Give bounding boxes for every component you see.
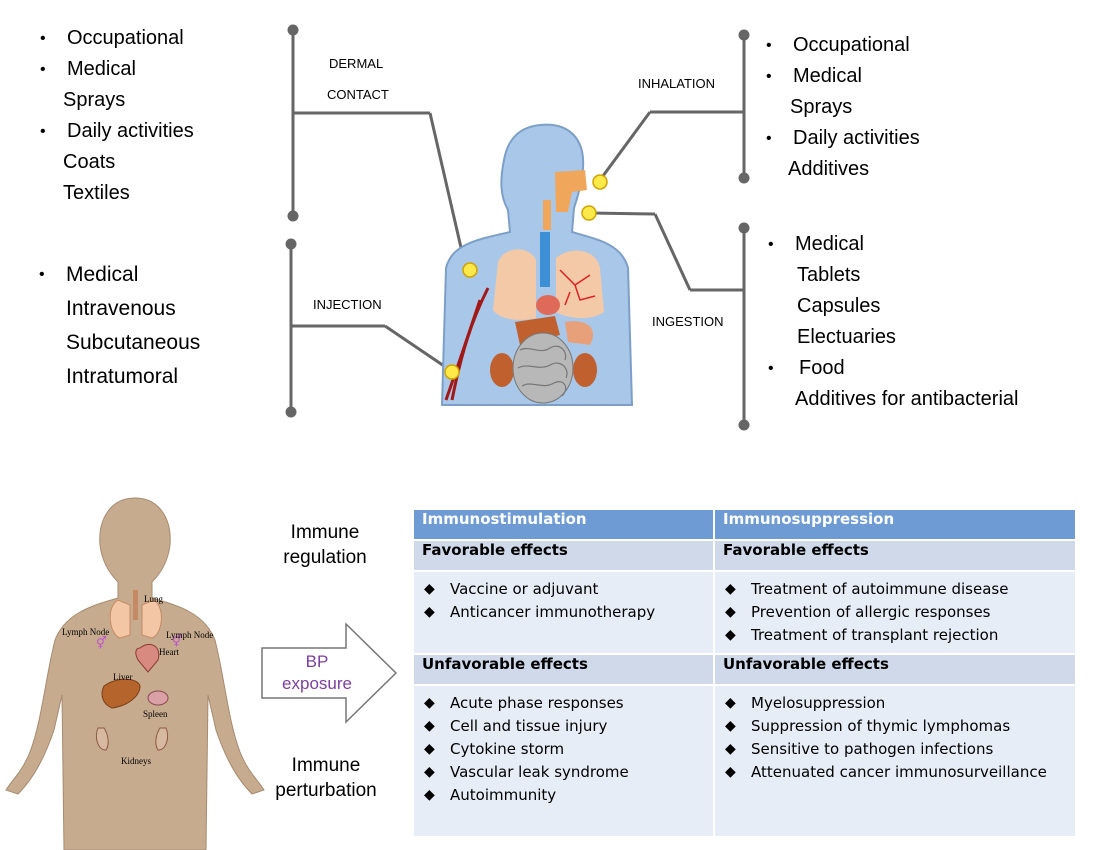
list-item: Myelosuppression bbox=[725, 692, 1067, 715]
list-item: Tablets bbox=[797, 264, 861, 286]
list-item: Treatment of autoimmune disease bbox=[725, 578, 1067, 601]
list-item: Coats bbox=[63, 151, 116, 173]
supp-favorable-list: Treatment of autoimmune disease Preventi… bbox=[725, 578, 1067, 647]
list-item: Cell and tissue injury bbox=[424, 715, 705, 738]
list-item: Attenuated cancer immunosurveillance bbox=[725, 761, 1067, 784]
stim-favorable-list: Vaccine or adjuvant Anticancer immunothe… bbox=[424, 578, 705, 624]
list-item: Medical bbox=[40, 54, 194, 85]
bp-exposure-label: BP exposure bbox=[282, 652, 352, 693]
injection-sources-list: Medical Intravenous Subcutaneous Intratu… bbox=[39, 258, 201, 394]
dermal-label-line1: DERMAL bbox=[329, 56, 384, 71]
torso-figure bbox=[440, 123, 634, 406]
list-item: Vaccine or adjuvant bbox=[424, 578, 705, 601]
exposure-routes-diagram bbox=[285, 24, 750, 431]
organ-label-lymph-left: Lymph Node bbox=[62, 627, 110, 637]
favorable-effects-label: Favorable effects bbox=[714, 539, 1075, 571]
lymph-node-icon: ⚥ bbox=[172, 634, 183, 648]
organ-label-lymph-right: Lymph Node bbox=[166, 630, 214, 640]
inhalation-sources-list: Occupational Medical Sprays Daily activi… bbox=[766, 30, 920, 185]
body-silhouette: ⚥ ⚥ bbox=[5, 497, 265, 850]
list-item: Intratumoral bbox=[66, 365, 179, 388]
list-item: Suppression of thymic lymphomas bbox=[725, 715, 1067, 738]
list-item: Additives bbox=[788, 158, 870, 180]
list-item: Sensitive to pathogen infections bbox=[725, 738, 1067, 761]
stim-unfavorable-list: Acute phase responses Cell and tissue in… bbox=[424, 692, 705, 807]
immune-regulation-label: Immune regulation bbox=[283, 522, 367, 568]
list-item: Prevention of allergic responses bbox=[725, 601, 1067, 624]
ingestion-sources-list: Medical Tablets Capsules Electuaries Foo… bbox=[768, 229, 1019, 415]
list-item: Textiles bbox=[63, 182, 130, 204]
organ-label-kidneys: Kidneys bbox=[121, 756, 151, 766]
list-item: Electuaries bbox=[797, 326, 896, 348]
list-item: Medical bbox=[766, 61, 920, 92]
table-row: Acute phase responses Cell and tissue in… bbox=[414, 684, 1075, 836]
unfavorable-subheader-row: Unfavorable effects Unfavorable effects bbox=[414, 653, 1075, 685]
immune-perturbation-label: Immune perturbation bbox=[275, 755, 377, 801]
list-item: Subcutaneous bbox=[66, 331, 201, 354]
list-item: Anticancer immunotherapy bbox=[424, 601, 705, 624]
list-item: Autoimmunity bbox=[424, 784, 705, 807]
list-item: Occupational bbox=[40, 23, 194, 54]
organ-label-liver: Liver bbox=[113, 672, 133, 682]
list-item: Treatment of transplant rejection bbox=[725, 624, 1067, 647]
dermal-sources-list: Occupational Medical Sprays Daily activi… bbox=[40, 23, 194, 209]
list-item: Vascular leak syndrome bbox=[424, 761, 705, 784]
organ-label-heart: Heart bbox=[159, 647, 179, 657]
list-item: Medical bbox=[768, 229, 1018, 260]
inhalation-label: INHALATION bbox=[638, 76, 716, 91]
list-item: Daily activities bbox=[40, 116, 194, 147]
list-item: Cytokine storm bbox=[424, 738, 705, 761]
dermal-label-line2: CONTACT bbox=[327, 87, 389, 102]
organ-label-spleen: Spleen bbox=[143, 709, 168, 719]
organ-label-lung: Lung bbox=[144, 594, 163, 604]
list-item: Acute phase responses bbox=[424, 692, 705, 715]
favorable-effects-label: Favorable effects bbox=[414, 539, 715, 571]
favorable-subheader-row: Favorable effects Favorable effects bbox=[414, 539, 1075, 571]
unfavorable-effects-label: Unfavorable effects bbox=[714, 653, 1075, 685]
list-item: Sprays bbox=[63, 89, 126, 111]
table-row: Vaccine or adjuvant Anticancer immunothe… bbox=[414, 570, 1075, 654]
list-item: Capsules bbox=[797, 295, 881, 317]
list-item: Additives for antibacterial bbox=[795, 388, 1019, 410]
column-header-immunostimulation: Immunostimulation bbox=[414, 510, 715, 540]
column-header-immunosuppression: Immunosuppression bbox=[714, 510, 1075, 540]
list-item: Medical bbox=[39, 258, 200, 292]
lymph-node-icon: ⚥ bbox=[96, 636, 107, 650]
list-item: Daily activities bbox=[766, 123, 920, 154]
supp-unfavorable-list: Myelosuppression Suppression of thymic l… bbox=[725, 692, 1067, 784]
list-item: Occupational bbox=[766, 30, 920, 61]
table-header-row: Immunostimulation Immunosuppression bbox=[414, 510, 1075, 540]
unfavorable-effects-label: Unfavorable effects bbox=[414, 653, 715, 685]
ingestion-label: INGESTION bbox=[652, 314, 724, 329]
list-item: Food bbox=[768, 353, 1018, 384]
bp-exposure-arrow bbox=[261, 622, 398, 724]
list-item: Sprays bbox=[790, 96, 853, 118]
injection-label: INJECTION bbox=[313, 297, 382, 312]
immune-effects-table: Immunostimulation Immunosuppression Favo… bbox=[414, 510, 1075, 836]
list-item: Intravenous bbox=[66, 297, 176, 320]
